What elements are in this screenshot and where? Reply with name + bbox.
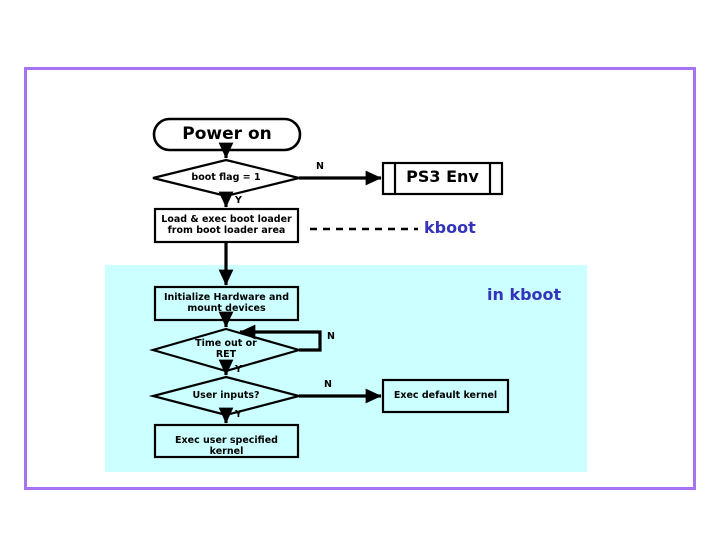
branch-label-timeout-no: N [327,331,335,342]
user-inputs-decision-shape [148,375,304,417]
connector-timeout-no-loopback [239,324,322,352]
branch-label-userinputs-no: N [324,379,332,390]
exec-default-kernel-shape [381,378,510,414]
in-kboot-scope-label: in kboot [487,285,562,304]
power-on-shape [152,117,302,152]
time-out-decision-shape [149,327,303,373]
exec-user-specified-kernel-shape [153,423,300,459]
ps3-env-shape [381,161,504,196]
branch-label-timeout-yes: Y [235,364,242,375]
branch-label-bootflag-yes: Y [235,195,242,206]
outer-purple-frame [24,67,696,490]
initialize-hardware-shape [153,285,300,322]
branch-label-userinputs-yes: Y [235,409,242,420]
load-exec-boot-loader-shape [153,207,300,244]
boot-flag-decision-shape [152,158,300,198]
branch-label-bootflag-no: N [316,161,324,172]
kboot-annotation-label: kboot [424,218,476,237]
